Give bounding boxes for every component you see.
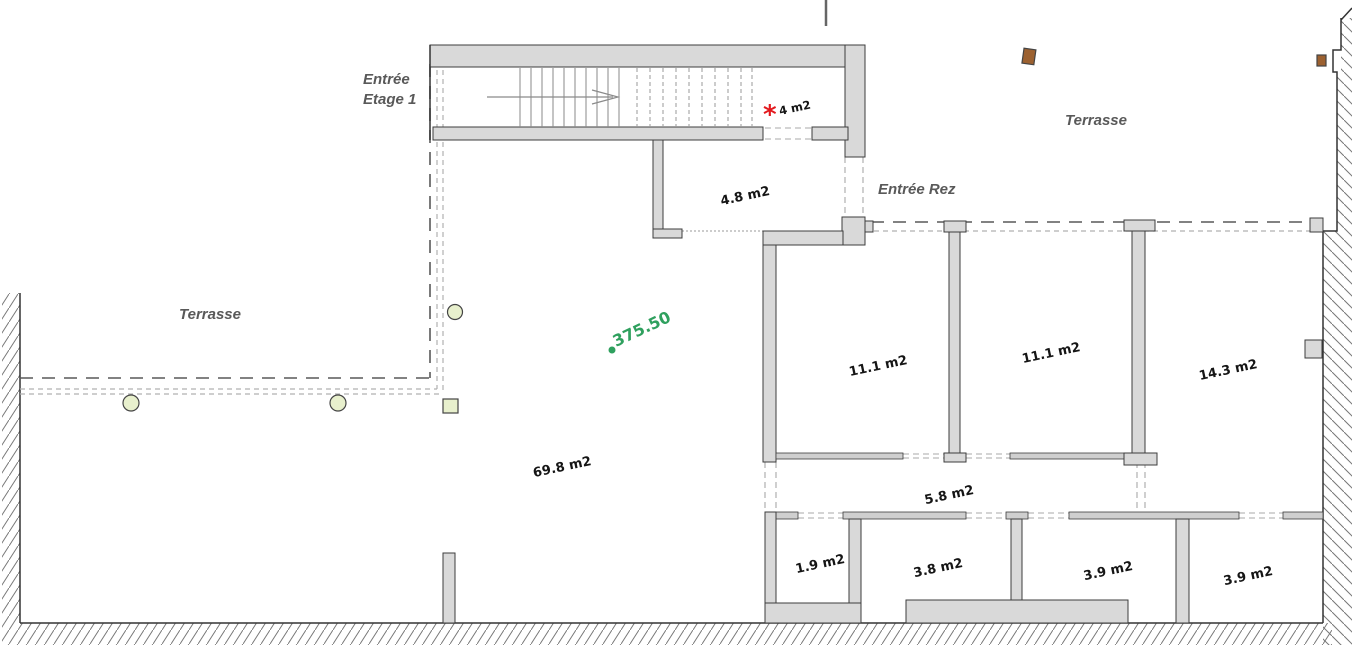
wood-post-marker [1316,54,1327,67]
stair-bottom-wall [432,126,764,141]
stair-right-wall [844,44,866,158]
label-entrance-floor1-line2: Etage 1 [363,91,416,108]
plant-square-marker [442,398,459,414]
labels: Entrée Etage 1 Entrée Rez Terrasse Terra… [179,71,1274,589]
bath-platform [905,599,1129,624]
bedroom2-bottom-wall [1009,452,1131,460]
label-area-bedroom-large: 14.3 m2 [1198,357,1259,384]
hatch-right-strip [1323,18,1352,645]
corridor-bottom-stub [775,511,799,520]
label-area-hall: 4.8 m2 [719,184,771,209]
markers [122,47,1327,414]
hall-left-wall-foot [652,228,683,239]
label-area-corridor: 5.8 m2 [923,483,975,508]
corridor-bottom-wall-a [842,511,967,520]
label-area-wc: 1.9 m2 [794,552,846,577]
bath-divider-wall-2 [1175,518,1190,624]
bedroom1-bottom-wall [775,452,904,460]
corridor-bottom-wall-b [1068,511,1240,520]
label-area-closet: 4 m2 [778,98,812,118]
site-hatching [2,18,1352,645]
label-area-living: 69.8 m2 [532,454,593,481]
label-area-bath-right: 3.9 m2 [1222,564,1274,589]
entrance-column-nub [864,220,874,233]
boundary-right-top-slant [1340,7,1352,21]
boundary-right [1322,18,1342,623]
wc-right-wall [848,518,862,606]
label-entrance-floor1-line1: Entrée [363,71,410,88]
stair-top-wall [429,44,864,68]
label-entrance-ground: Entrée Rez [878,181,956,198]
hatch-left-strip [2,293,20,623]
label-area-bedroom-right: 11.1 m2 [1021,340,1082,367]
south-pillar [442,552,456,624]
midwall-foot [943,452,967,463]
stair-arrow-head [591,89,621,105]
terrace-corner-post [1309,217,1324,233]
hall-left-wall [652,139,664,233]
wall2-cap [1123,219,1156,232]
wood-post-marker [1021,47,1037,66]
label-elevation-point: 375.50 [610,307,674,350]
wc-bottom-wall [764,602,862,624]
wall2 [1131,230,1146,454]
bath-divider-wall-1 [1010,518,1023,603]
label-terrace-right: Terrasse [1065,112,1127,129]
plant-circle-marker [122,394,140,412]
wall2-foot [1123,452,1158,466]
plant-circle-marker [446,303,464,321]
bedroom1-left-wall [762,244,777,463]
label-area-bedroom-left: 11.1 m2 [848,353,909,380]
hatch-bottom-strip [2,623,1332,645]
label-area-bath-small: 3.8 m2 [912,556,964,581]
midwall [948,231,961,454]
staircase [487,68,753,127]
midwall-cap [943,220,967,233]
corridor-bottom-wall-c [1282,511,1324,520]
walls [429,44,1324,624]
plant-circle-marker [329,394,347,412]
closet-asterisk: * [763,100,777,130]
right-wall-box [1304,339,1323,359]
bedroom1-top-wall [762,230,844,246]
label-area-bath-mid: 3.9 m2 [1082,559,1134,584]
elevation-dot [608,346,616,354]
entrance-column [841,216,866,246]
stair-bottom-wall-right [811,126,849,141]
label-terrace-left: Terrasse [179,306,241,323]
bath-wall-cap [1005,511,1029,520]
door-openings [682,127,1283,519]
